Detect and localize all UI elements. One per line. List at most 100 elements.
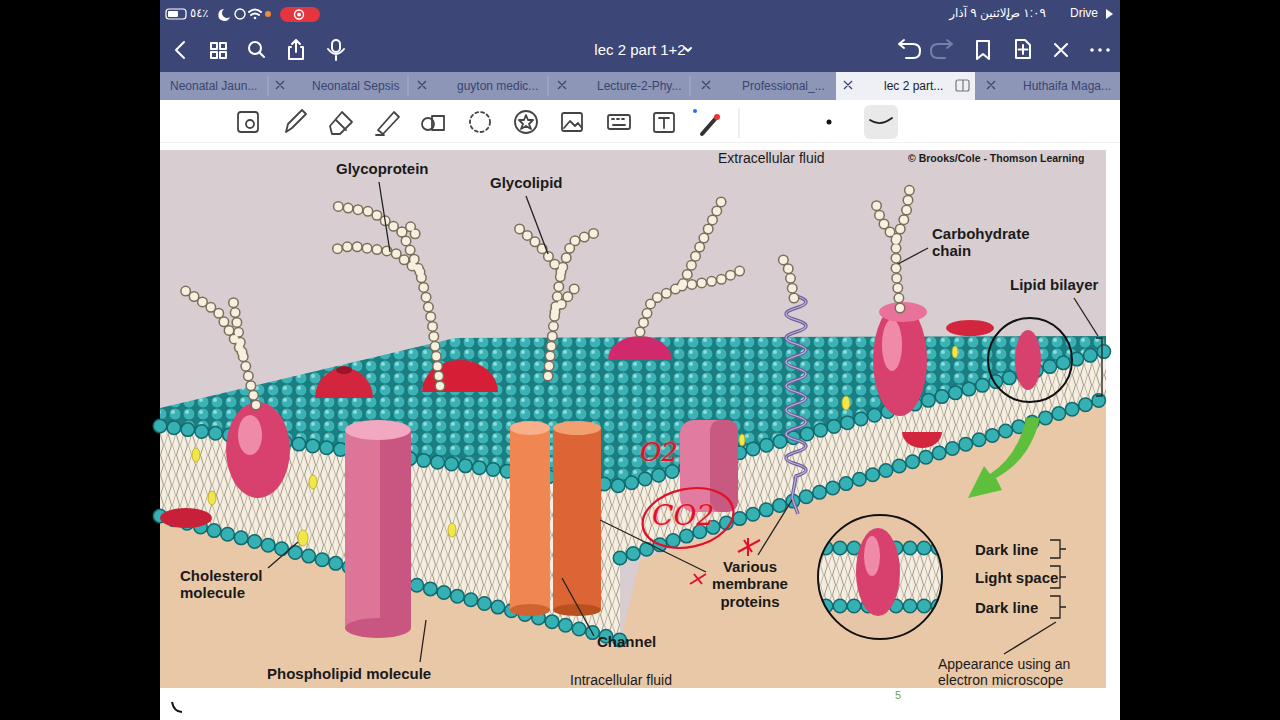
part-label: Lipid bilayer xyxy=(1010,276,1098,293)
membrane-illustration-part xyxy=(710,420,738,512)
pencil-mark xyxy=(172,702,182,712)
page-number: 5 xyxy=(895,689,901,702)
document-tab: Neonatal Jaun... xyxy=(160,72,268,100)
membrane-illustration-part-part xyxy=(856,528,900,616)
tool-bar-part xyxy=(432,116,444,130)
membrane-illustration-part-part xyxy=(233,300,242,352)
membrane-illustration-part xyxy=(380,430,411,628)
status-bar-part xyxy=(166,9,186,19)
membrane-illustration-part xyxy=(1015,330,1041,390)
tool-bar-part xyxy=(654,113,674,132)
membrane-illustration-part-part xyxy=(548,230,602,376)
membrane-illustration-part xyxy=(818,515,942,639)
membrane-illustration-part-part xyxy=(555,282,580,312)
membrane-illustration-part-part xyxy=(309,475,317,489)
membrane-illustration-part xyxy=(1004,622,1056,654)
tab-title: Professional_... xyxy=(742,72,836,100)
nav-icons-part xyxy=(220,52,226,58)
tool-bar-part xyxy=(564,121,581,128)
membrane-illustration-part xyxy=(420,620,426,662)
tab-bar-part xyxy=(962,80,963,91)
tool-bar-part xyxy=(659,118,669,128)
tool-bar xyxy=(160,100,1120,143)
membrane-illustration-part-part xyxy=(298,530,308,546)
part-label: Light space xyxy=(975,569,1058,586)
nav-icons-part xyxy=(1090,48,1094,52)
membrane-illustration-part-part xyxy=(184,290,256,405)
status-bar-part xyxy=(160,0,1120,72)
document-tab: Professional_... xyxy=(690,72,836,100)
nav-icons-part xyxy=(211,43,217,49)
nav-icons-part xyxy=(328,49,344,60)
membrane-illustration-part xyxy=(553,428,601,610)
status-bar-part xyxy=(218,9,230,21)
tool-bar-part xyxy=(702,118,716,134)
membrane-illustration-part-part xyxy=(864,536,880,576)
tab-title: guyton medic... xyxy=(457,72,548,100)
part-label: Cholesterol molecule xyxy=(180,567,280,602)
membrane-illustration-part xyxy=(510,421,550,435)
tool-bar-part xyxy=(246,120,254,128)
nav-icons-part xyxy=(260,53,265,58)
part-label: Dark line xyxy=(975,599,1038,616)
membrane-illustration-part xyxy=(160,351,1106,486)
membrane-illustration-part xyxy=(690,574,706,584)
membrane-illustration-part xyxy=(1074,298,1098,336)
membrane-illustration-part xyxy=(238,415,262,455)
membrane-illustration-part xyxy=(882,319,902,371)
membrane-illustration-part xyxy=(379,182,390,252)
tool-bar-part xyxy=(870,118,892,123)
membrane-illustration-part xyxy=(510,428,550,610)
status-bar-part xyxy=(168,11,178,17)
region-label: Extracellular fluid xyxy=(718,150,825,166)
nav-icons-part xyxy=(176,42,184,58)
nav-icons-part xyxy=(332,40,340,52)
membrane-illustration-part-part xyxy=(516,226,561,272)
membrane-illustration-part-part xyxy=(448,523,456,537)
membrane-illustration-part xyxy=(562,578,594,636)
part-label: Dark line xyxy=(975,541,1038,558)
tool-bar-part xyxy=(693,109,697,113)
tool-bar-part xyxy=(376,112,399,135)
tab-title: lec 2 part... xyxy=(884,72,975,100)
nav-icons-part xyxy=(211,52,217,58)
membrane-illustration-part xyxy=(160,336,1106,484)
nav-icons-part xyxy=(220,43,226,49)
membrane-illustration-part-part xyxy=(208,491,216,505)
nav-icons-part xyxy=(931,40,952,58)
status-date: الاثنين ٩ آذار xyxy=(930,7,1010,21)
tool-bar-part xyxy=(519,115,533,129)
membrane-illustration-part xyxy=(336,366,352,374)
nav-icons-part xyxy=(685,48,691,51)
document-title: lec 2 part 1+2 xyxy=(480,41,800,58)
membrane-illustration-part xyxy=(1096,338,1102,396)
tool-bar-part xyxy=(612,119,625,125)
status-bar-part xyxy=(280,7,320,22)
copyright-note: © Brooks/Cole - Thomson Learning xyxy=(908,152,1084,164)
document-tab: Lecture-2-Phy... xyxy=(548,72,690,100)
membrane-illustration-part-part xyxy=(896,186,910,308)
membrane-illustration-part xyxy=(160,351,1106,486)
membrane-illustration-part-part xyxy=(780,254,794,298)
status-bar-part xyxy=(265,11,271,17)
nav-icons-part xyxy=(1055,44,1067,56)
battery-level: ٥٤٪ xyxy=(190,7,209,20)
membrane-illustration-part-part xyxy=(896,186,910,308)
part-label: Glycoprotein xyxy=(336,160,429,177)
membrane-illustration-part-part xyxy=(780,254,794,298)
membrane-illustration-part xyxy=(345,430,411,628)
app-name: Drive xyxy=(1070,7,1098,21)
tab-bar-part xyxy=(836,72,975,100)
document-tab: Neonatal Sepsis xyxy=(268,72,408,100)
status-bar-part xyxy=(295,10,304,19)
membrane-illustration-part xyxy=(898,248,928,264)
membrane-illustration-part-part xyxy=(876,204,896,240)
membrane-illustration-part-part xyxy=(952,346,958,358)
tool-bar-part xyxy=(238,112,258,132)
membrane-illustration-part-part xyxy=(640,200,722,332)
membrane-illustration-part xyxy=(902,432,942,448)
membrane-illustration-part xyxy=(510,604,550,616)
region-label: Intracellular fluid xyxy=(570,672,672,688)
